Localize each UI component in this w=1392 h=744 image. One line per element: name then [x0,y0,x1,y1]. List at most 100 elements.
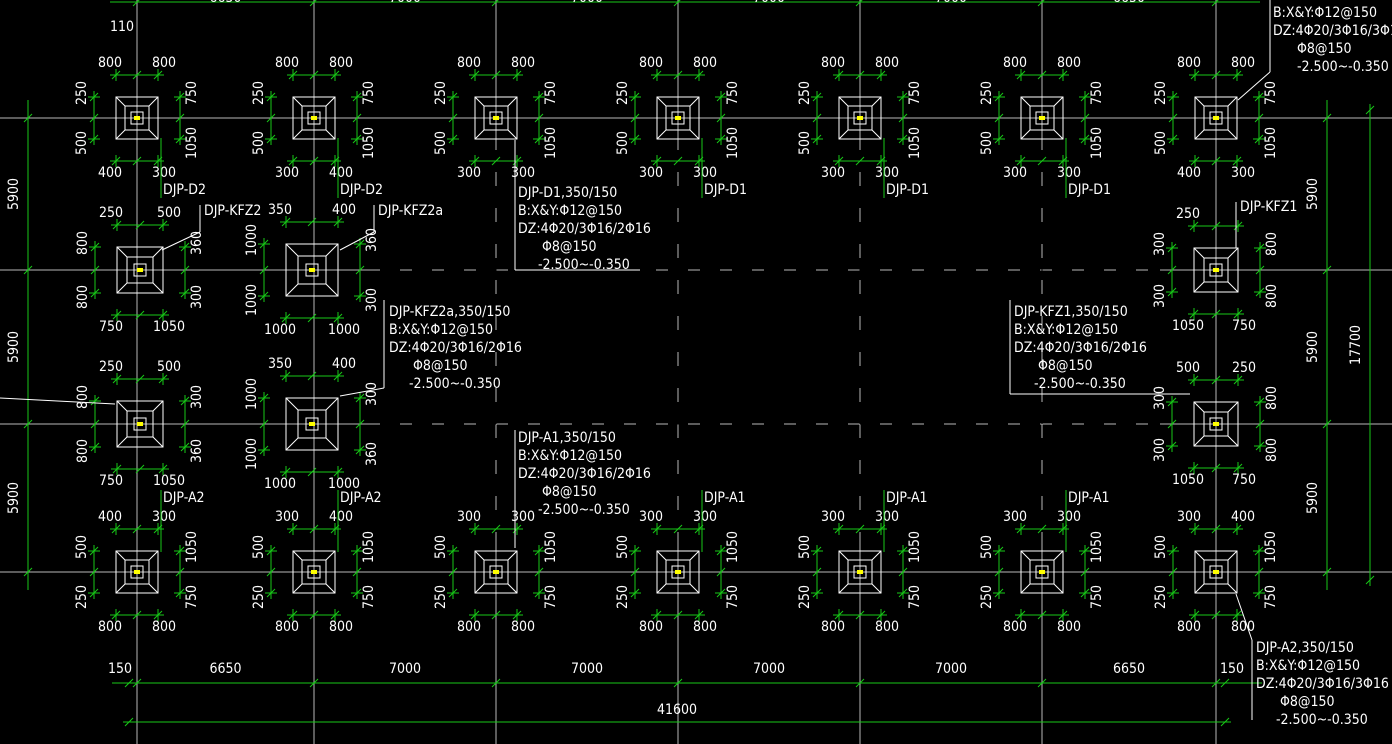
footing-step [1203,257,1229,283]
note-line: -2.500~-0.350 [538,502,630,518]
note-line: B:X&Y:Φ12@150 [518,203,622,219]
dimension-tick [1080,567,1090,577]
dimension-text: 1000 [264,476,296,492]
footing-note: DJP-A1,350/150B:X&Y:Φ12@150DZ:4Φ20/3Φ16/… [514,430,651,548]
overall-dimension-lines: 6650700070007000700066501106650700070007… [6,0,1375,727]
column-outline [1209,111,1223,125]
dimension-tick [1037,678,1047,688]
dimension-tick [307,217,317,227]
dimension-text: 1050 [1263,531,1279,563]
dimension-tick [1037,70,1047,80]
dimension-tick [1167,419,1177,429]
dimension-tick [352,567,362,577]
dimension-text: 800 [1264,386,1280,410]
footing-slope [1227,550,1238,561]
column-outline [1209,417,1223,431]
dimension-text: 1050 [1089,531,1105,563]
footing-step [1029,559,1055,585]
dimension-text: 110 [110,19,134,35]
dimension-text: 800 [152,619,176,635]
column-core [1213,116,1219,120]
dimension-text: 800 [511,619,535,635]
dimension-text: 300 [364,382,380,406]
footing-step [483,559,509,585]
dimension-tick [673,0,681,7]
dimension-tick [1167,265,1177,275]
dimension-tick [1211,463,1221,473]
footing-slope [1020,129,1031,140]
dimension-tick [90,265,100,275]
dimension-text: 500 [1153,535,1169,559]
dimension-text: 400 [332,356,356,372]
dimension-tick [309,70,319,80]
dimension-text: 7000 [935,0,967,6]
footing-step [124,559,150,585]
dimension-text: 350 [268,356,292,372]
footing-outline [116,400,164,448]
dimension-text: 300 [511,509,535,525]
note-line: DZ:4Φ20/3Φ16/2Φ16 [1014,340,1147,356]
footing-slope [1193,247,1205,259]
dimension-tick [1211,70,1221,80]
footing-slope [116,282,128,294]
column-outline [307,111,321,125]
footing-slope [871,129,882,140]
footing-slope [1194,129,1205,140]
dimension-tick [135,464,145,474]
dimension-tick [1322,265,1332,275]
dimension-tick [266,567,276,577]
dimension-text: 500 [74,131,90,155]
dimension-text: 300 [1057,165,1081,181]
dimension-text: 400 [98,165,122,181]
dimension-text: 300 [1152,232,1168,256]
footing-note: DJP-D1,350/150B:X&Y:Φ12@150DZ:4Φ20/3Φ16/… [514,140,651,273]
note-line: DZ:4Φ20/3Φ16/2Φ16 [389,340,522,356]
column-core [1213,570,1219,574]
dimension-tick [898,113,908,123]
dimension-tick [89,113,99,123]
dimension-tick [266,113,276,123]
footing-slope [689,96,700,107]
dimension-tick [124,678,134,688]
dimension-text: 500 [433,535,449,559]
footing-slope [285,437,299,451]
footing-slope [325,129,336,140]
dimension-text: 1050 [1089,127,1105,159]
dimension-text: 7000 [753,661,785,677]
footing-slope [656,96,667,107]
dimension-text: 1050 [543,531,559,563]
dimension-text: 7000 [389,0,421,6]
dimension-text: 500 [157,205,181,221]
note-line: DJP-KFZ2a,350/150 [389,304,510,320]
dimension-text: 800 [457,55,481,71]
dimension-text: 1050 [1263,127,1279,159]
dimension-text: 150 [108,661,132,677]
footing-slope [115,96,126,107]
dimension-tick [135,374,145,384]
footing-step [126,256,154,284]
footing-step [1203,559,1229,585]
footing-slope [689,129,700,140]
dimension-text: 6650 [209,661,241,677]
footing-slope [838,129,849,140]
footing-outline [285,243,339,297]
dimension-text: 750 [361,585,377,609]
note-line: -2.500~-0.350 [1276,712,1368,728]
dimension-text: 6650 [1113,661,1145,677]
dimension-text: 250 [74,81,90,105]
footing-tag: DJP-KFZ2 [204,203,261,219]
dimension-text: 800 [1177,55,1201,71]
footing-slope [689,583,700,594]
dimension-text: 1000 [244,224,260,256]
note-line: B:X&Y:Φ12@150 [1014,322,1118,338]
note-line: -2.500~-0.350 [409,376,501,392]
dimension-tick [124,717,134,727]
dimension-text: 750 [1089,81,1105,105]
dimension-text: 800 [75,231,91,255]
dimension-text: 300 [693,509,717,525]
